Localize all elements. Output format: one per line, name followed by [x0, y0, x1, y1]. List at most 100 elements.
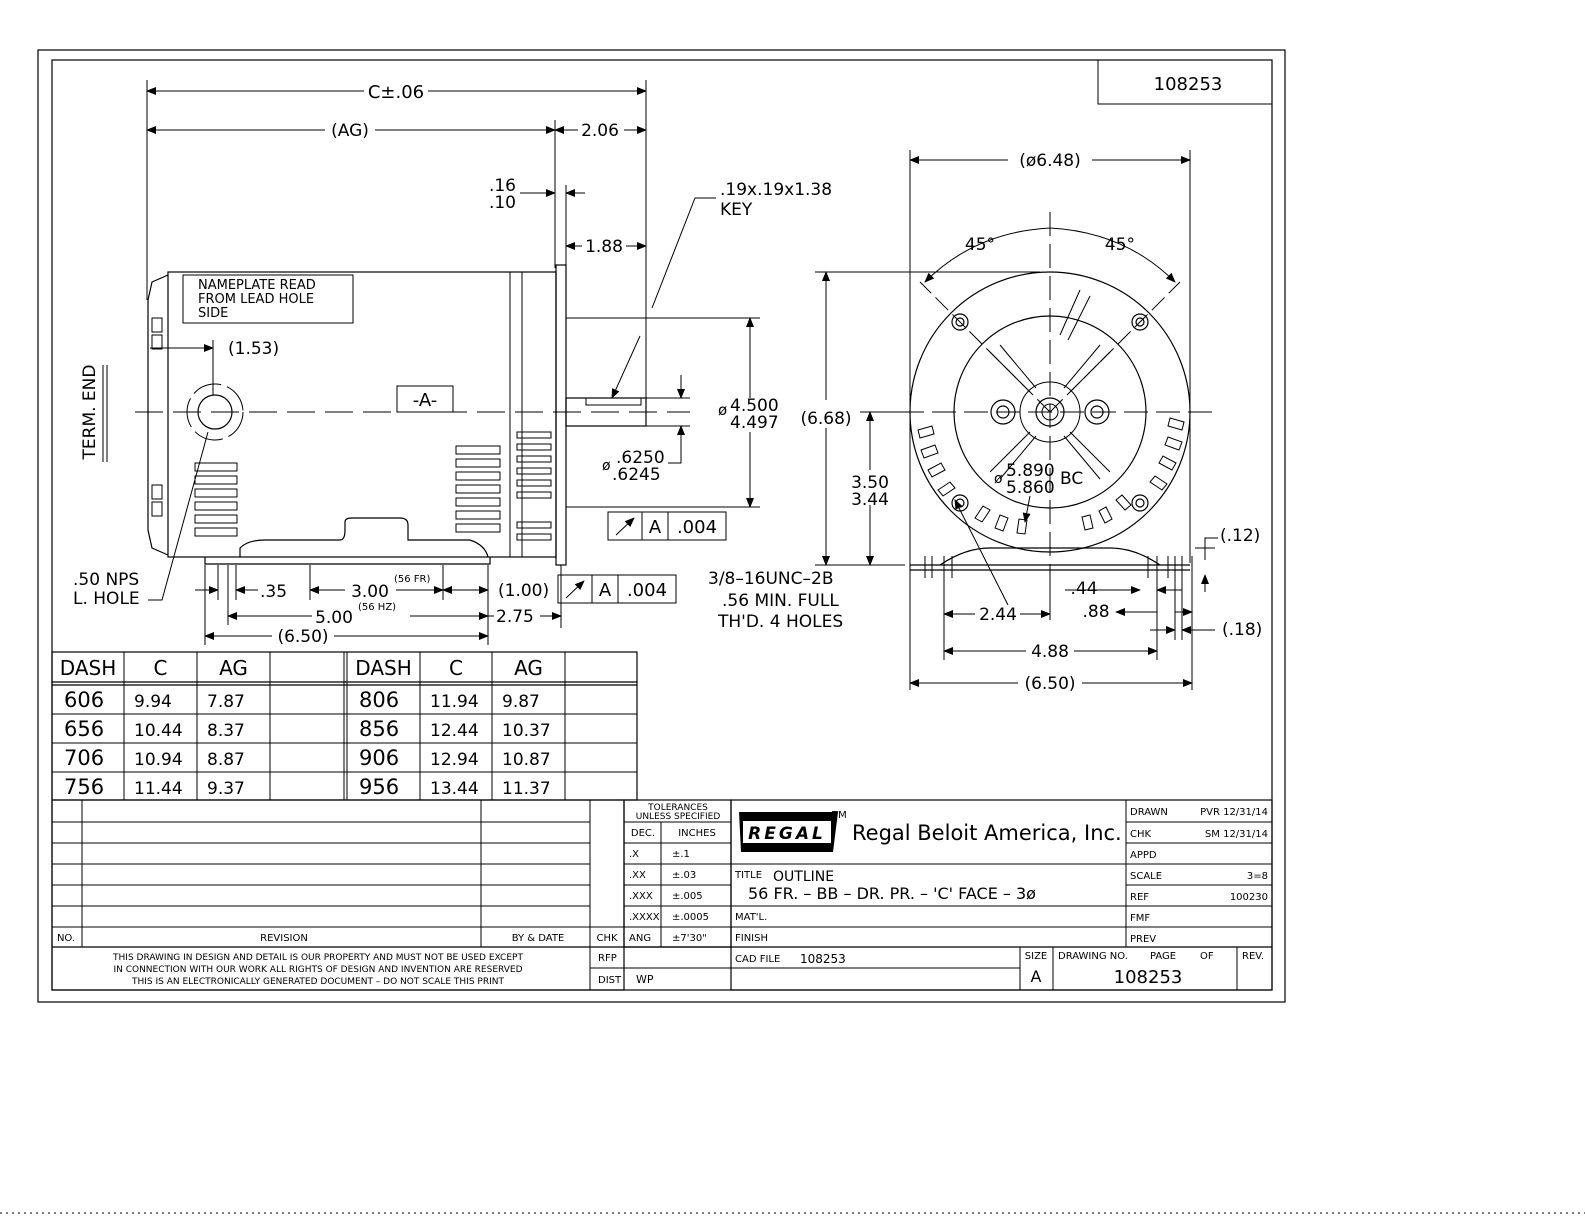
- dash-table-cell: 11.94: [430, 692, 479, 712]
- signoff-value: 3=8: [1247, 871, 1268, 882]
- hole-note-2: L. HOLE: [73, 589, 140, 609]
- dim-650: (6.50): [1024, 674, 1075, 694]
- rfp-label: RFP: [598, 953, 617, 964]
- dash-table-header: C: [154, 656, 168, 680]
- drawing-no-value: 108253: [1114, 967, 1183, 988]
- signoff-label: SCALE: [1130, 871, 1162, 882]
- pilot-dia-symbol: ø: [718, 401, 727, 419]
- dim-350: 3.50: [851, 473, 889, 493]
- side-view: NAMEPLATE READ FROM LEAD HOLE SIDE -A-: [73, 80, 832, 647]
- nameplate-line-3: SIDE: [198, 306, 228, 321]
- tolerance-value: ±7'30": [672, 933, 707, 944]
- tolerance-dec: .X: [629, 849, 639, 860]
- dash-table-cell: 7.87: [207, 692, 245, 712]
- pilot-dia-bottom: 4.497: [730, 413, 779, 433]
- dim-88: .88: [1082, 602, 1109, 622]
- size-label: SIZE: [1025, 951, 1047, 962]
- fc2-value: .004: [627, 580, 667, 601]
- tolerances-title-1: TOLERANCES: [647, 803, 708, 813]
- signoff-label: CHK: [1130, 829, 1152, 840]
- signoff-value: 100230: [1230, 892, 1268, 903]
- dim-c: C±.06: [368, 82, 424, 103]
- fc2-datum: A: [599, 580, 612, 601]
- tolerance-dec: .XXXX: [629, 912, 660, 923]
- drawing-number-box: [1097, 59, 1273, 105]
- hole-note-1: .50 NPS: [73, 570, 139, 590]
- logo-text: REGAL: [748, 824, 826, 844]
- tol-col-inches: INCHES: [678, 828, 716, 839]
- dist-label: DIST: [598, 975, 622, 986]
- bc-bottom: 5.860: [1006, 478, 1055, 498]
- dash-table-cell: 706: [64, 746, 104, 770]
- dim-188: 1.88: [585, 237, 623, 257]
- signoff-label: PREV: [1130, 934, 1156, 945]
- dash-table-cell: 9.87: [502, 692, 540, 712]
- dim-500: 5.00: [315, 608, 353, 628]
- dash-table-cell: 8.37: [207, 721, 245, 741]
- shaft-dia-top: .6250: [616, 448, 665, 468]
- inner-border: [51, 59, 1273, 991]
- dash-table-cell: 12.94: [430, 750, 479, 770]
- tolerance-value: ±.1: [672, 849, 690, 860]
- bc-label: BC: [1060, 469, 1083, 489]
- rev-col-no: NO.: [57, 933, 75, 944]
- cad-file-value: 108253: [800, 952, 846, 966]
- angle-right: 45°: [1105, 235, 1135, 255]
- term-end-label: TERM. END: [80, 365, 100, 461]
- dim-488: 4.88: [1031, 642, 1069, 662]
- tolerance-dec: .XXX: [629, 891, 653, 902]
- fc1-value: .004: [677, 517, 717, 538]
- size-value: A: [1031, 967, 1042, 986]
- dim-275: 2.75: [496, 607, 534, 627]
- tolerance-dec: .XX: [629, 870, 646, 881]
- dash-table-header: AG: [514, 656, 543, 680]
- company-name: Regal Beloit America, Inc.: [852, 821, 1122, 845]
- dim-100: (1.00): [498, 581, 549, 601]
- dash-table-cell: 12.44: [430, 721, 479, 741]
- dash-table-cell: 956: [359, 775, 399, 799]
- page-label: PAGE: [1150, 951, 1176, 962]
- notice-line-3: THIS IS AN ELECTRONICALLY GENERATED DOCU…: [131, 977, 505, 987]
- dim-12: (.12): [1220, 526, 1260, 546]
- tol-col-dec: DEC.: [631, 828, 655, 839]
- dash-table-cell: 806: [359, 688, 399, 712]
- note-56hz: (56 HZ): [358, 602, 396, 613]
- drawing-no-label: DRAWING NO.: [1058, 951, 1128, 962]
- tolerance-value: ±.005: [672, 891, 703, 902]
- dim-44: .44: [1070, 579, 1097, 599]
- finish-label: FINISH: [735, 933, 768, 944]
- title-line-2: 56 FR. – BB – DR. PR. – 'C' FACE – 3ø: [748, 884, 1036, 903]
- c-face-flange: [555, 264, 567, 566]
- tolerance-value: ±.0005: [672, 912, 709, 923]
- rev-label: REV.: [1242, 951, 1264, 962]
- nameplate-box: [182, 274, 354, 324]
- signoff-label: APPD: [1130, 850, 1157, 861]
- end-view: (ø6.48) 45° 45° (6.68) 3.50 3.44 ø 5.890…: [708, 150, 1262, 694]
- dim-ag: (AG): [331, 121, 369, 141]
- key-label: KEY: [720, 200, 753, 220]
- thread-note-3: TH'D. 4 HOLES: [717, 612, 843, 632]
- dash-table-cell: 10.44: [134, 721, 183, 741]
- top-drawing-number: 108253: [1154, 74, 1223, 95]
- feature-control-2: [557, 574, 677, 604]
- dim-668: (6.68): [800, 409, 851, 429]
- of-label: OF: [1200, 951, 1214, 962]
- dash-table-cell: 656: [64, 717, 104, 741]
- dim-650-side: (6.50): [277, 627, 328, 647]
- dim-10: .10: [489, 193, 516, 213]
- trademark: TM: [831, 810, 847, 821]
- notice-line-2: IN CONNECTION WITH OUR WORK ALL RIGHTS O…: [113, 965, 522, 975]
- dim-35: .35: [260, 582, 287, 602]
- shaft-dia-symbol: ø: [602, 458, 611, 474]
- dash-table-cell: 8.87: [207, 750, 245, 770]
- dash-table-cell: 9.37: [207, 779, 245, 799]
- thread-note-2: .56 MIN. FULL: [722, 591, 839, 611]
- rev-col-chk: CHK: [596, 933, 618, 944]
- dash-table-header: AG: [219, 656, 248, 680]
- dash-table-cell: 906: [359, 746, 399, 770]
- notice-line-1: THIS DRAWING IN DESIGN AND DETAIL IS OUR…: [112, 953, 523, 963]
- dash-table-cell: 756: [64, 775, 104, 799]
- feature-control-1: [607, 511, 727, 541]
